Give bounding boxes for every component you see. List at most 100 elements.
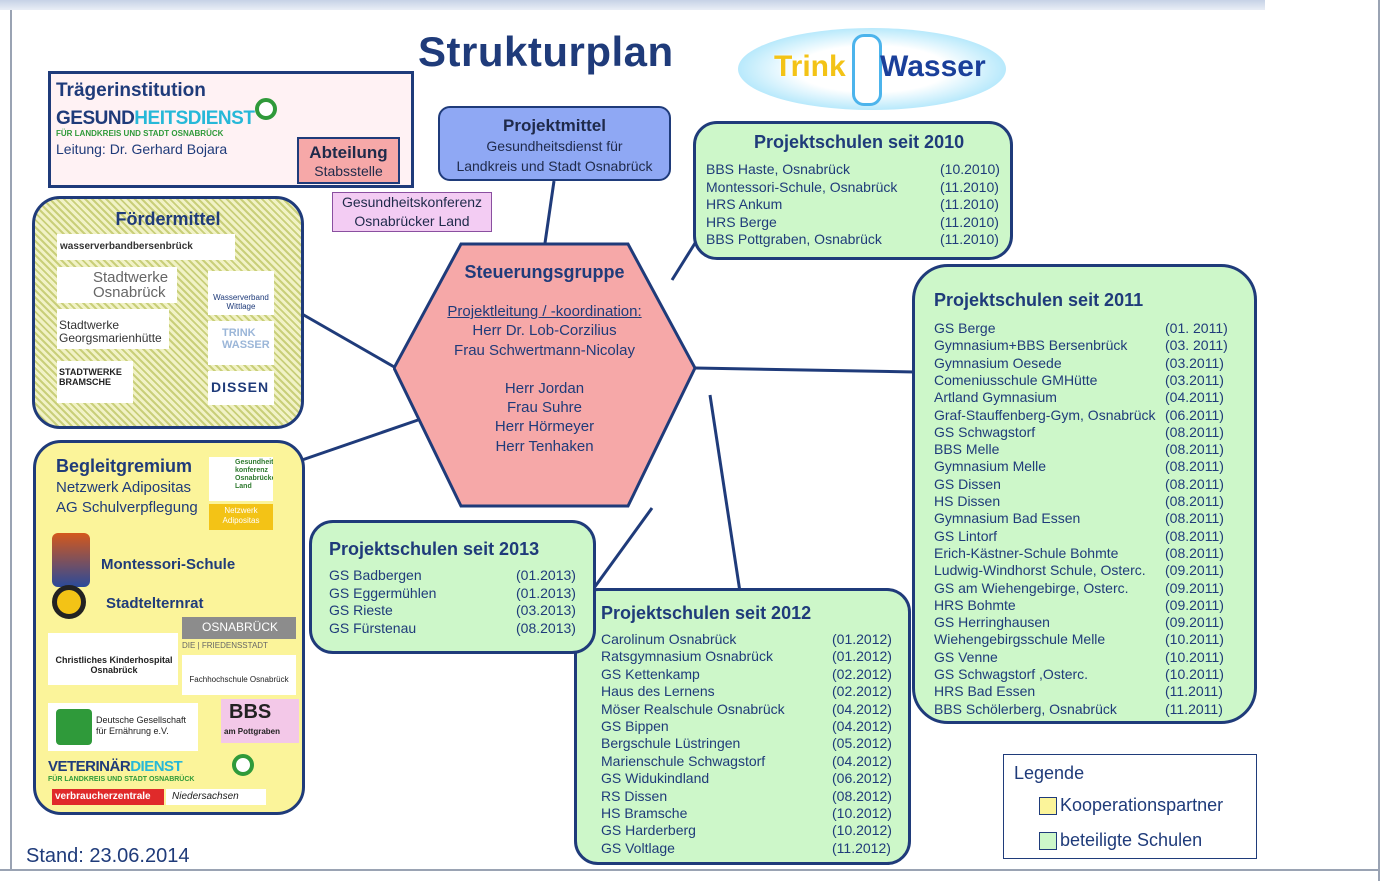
abteilung-title: Abteilung <box>309 143 388 162</box>
school-date: (08.2011) <box>1165 441 1224 458</box>
legend-swatch-kooperation <box>1039 797 1057 815</box>
lead-1: Herr Dr. Lob-Corzilius <box>472 322 617 339</box>
school-name: Ludwig-Windhorst Schule, Osterc. <box>934 562 1146 579</box>
school-name: GS Eggermühlen <box>329 584 437 601</box>
logo-wasserverband-wittlage: Wasserverband Wittlage <box>208 271 274 315</box>
montessori-figure-icon <box>52 533 90 587</box>
abteilung-sub: Stabsstelle <box>314 163 383 179</box>
school-name: GS Fürstenau <box>329 620 417 637</box>
stadtelternrat-wheel-icon <box>52 585 86 619</box>
school-date: (06.2011) <box>1165 406 1224 423</box>
school-date: (08.2012) <box>832 787 892 804</box>
school-date: (04.2012) <box>832 752 892 769</box>
school-date: (01. 2011) <box>1165 320 1228 336</box>
school-date: (01.2013) <box>516 584 576 601</box>
school-name: Carolinum Osnabrück <box>601 631 737 647</box>
school-date: (10.2012) <box>832 805 892 821</box>
school-name: GS Herringhausen <box>934 614 1050 631</box>
connector-2010 <box>670 239 699 281</box>
foerdermittel-heading: Fördermittel <box>115 209 221 229</box>
bbs-pottgraben: am Pottgraben <box>224 727 281 736</box>
vet-a: VETERINÄR <box>48 758 131 775</box>
school-name: Erich-Kästner-Schule Bohmte <box>934 544 1119 561</box>
projektmittel-box: Projektmittel Gesundheitsdienst für Land… <box>438 106 671 181</box>
traegerinstitution-box: Trägerinstitution GESUNDHEITSDIENST FÜR … <box>48 71 414 188</box>
school-date: (08.2011) <box>1165 458 1224 475</box>
logo-verbraucherzentrale: verbraucherzentrale <box>52 789 164 805</box>
logo-trinkwasser-melle: TRINK WASSER <box>208 321 274 365</box>
foerdermittel-box: Fördermittel wasserverbandbersenbrück St… <box>32 196 304 429</box>
school-name: BBS Haste, Osnabrück <box>706 161 850 177</box>
steuerungsgruppe-title: Steuerungsgruppe <box>464 262 625 282</box>
logo-stadtwerke-georgsmarienhuette: Stadtwerke Georgsmarienhütte <box>57 309 169 349</box>
school-date: (08.2013) <box>516 620 576 637</box>
lead-2: Frau Schwertmann-Nicolay <box>454 342 635 359</box>
school-date: (01.2012) <box>832 648 892 665</box>
school-name: RS Dissen <box>601 787 668 804</box>
logo-wasserverband-bersenbrueck: wasserverbandbersenbrück <box>57 234 235 260</box>
legend-label-schulen: beteiligte Schulen <box>1060 830 1203 850</box>
gesundheitskonferenz-line1: Gesundheitskonferenz <box>341 194 483 210</box>
school-name: Gymnasium Melle <box>934 458 1047 475</box>
logo-bbs: BBS <box>221 699 299 743</box>
school-date: (06.2012) <box>832 770 892 787</box>
connector-2013 <box>592 507 654 589</box>
school-date: (03.2011) <box>1165 354 1224 371</box>
school-name: GS Lintorf <box>934 527 998 544</box>
logo-osnabrueck: OSNABRÜCK <box>182 617 296 639</box>
school-date: (04.2012) <box>832 718 892 734</box>
legend-label-kooperation: Kooperationspartner <box>1060 795 1224 815</box>
gesundheitsdienst-sub: FÜR LANDKREIS UND STADT OSNABRÜCK <box>56 129 224 138</box>
hexagon-shape <box>393 242 696 508</box>
logo-gesundheitskonferenz: Gesundheits konferenz Osnabrücker Land <box>209 457 273 501</box>
gesundheitskonferenz-line2: Osnabrücker Land <box>354 213 470 229</box>
school-name: Comeniusschule GMHütte <box>934 371 1098 388</box>
school-name: Haus des Lernens <box>601 683 715 700</box>
school-date: (01.2013) <box>516 567 576 583</box>
leitung-text: Leitung: Dr. Gerhard Bojara <box>56 141 228 157</box>
member-1: Herr Jordan <box>504 380 585 397</box>
school-name: Artland Gymnasium <box>934 389 1057 406</box>
school-name: GS Berge <box>934 320 996 336</box>
school-date: (11.2010) <box>940 178 999 195</box>
school-name: GS Rieste <box>329 602 393 619</box>
connector-2012 <box>708 394 742 593</box>
school-date: (02.2012) <box>832 665 892 682</box>
school-date: (08.2011) <box>1165 527 1224 544</box>
school-date: (03. 2011) <box>1165 337 1228 354</box>
school-date: (10.2011) <box>1165 648 1224 665</box>
connector-foerdermittel <box>301 312 397 370</box>
dge-leaf-icon <box>56 709 92 745</box>
school-name: HS Dissen <box>934 493 1001 509</box>
school-name: Gymnasium Bad Essen <box>934 510 1081 527</box>
connector-begleitgremium <box>301 418 419 462</box>
school-name: HRS Berge <box>706 213 777 230</box>
school-date: (09.2011) <box>1165 579 1224 596</box>
stand-date: Stand: 23.06.2014 <box>26 845 190 867</box>
logo-stadtwerke-bramsche: STADTWERKE BRAMSCHE <box>57 361 133 403</box>
school-date: (08.2011) <box>1165 544 1224 561</box>
steuerungsgruppe-hexagon: Steuerungsgruppe Projektleitung / -koord… <box>393 242 696 508</box>
school-name: Graf-Stauffenberg-Gym, Osnabrück <box>934 406 1156 423</box>
logo-dissen: DISSEN <box>208 371 274 405</box>
projektmittel-title: Projektmittel <box>503 116 606 135</box>
school-name: Gymnasium Oesede <box>934 354 1062 371</box>
stadtelternrat-label: Stadtelternrat <box>106 595 204 612</box>
school-date: (08.2011) <box>1165 493 1224 509</box>
school-name: BBS Schölerberg, Osnabrück <box>934 700 1117 717</box>
schools-2013-box: Projektschulen seit 2013 GS Badbergen(01… <box>309 520 596 654</box>
school-date: (05.2012) <box>832 735 892 752</box>
bottom-border <box>0 869 1380 871</box>
logo-niedersachsen: Niedersachsen <box>166 789 266 805</box>
school-date: (11.2012) <box>832 839 891 856</box>
school-name: Möser Realschule Osnabrück <box>601 700 785 717</box>
top-bar <box>0 0 1265 10</box>
vet-b: DIENST <box>130 758 183 775</box>
vet-sub: FÜR LANDKREIS UND STADT OSNABRÜCK <box>48 776 195 783</box>
school-name: GS Venne <box>934 648 998 665</box>
school-date: (01.2012) <box>832 631 892 647</box>
school-date: (11.2010) <box>940 231 999 247</box>
member-4: Herr Tenhaken <box>495 438 594 455</box>
projektmittel-line2: Landkreis und Stadt Osnabrück <box>456 158 653 174</box>
